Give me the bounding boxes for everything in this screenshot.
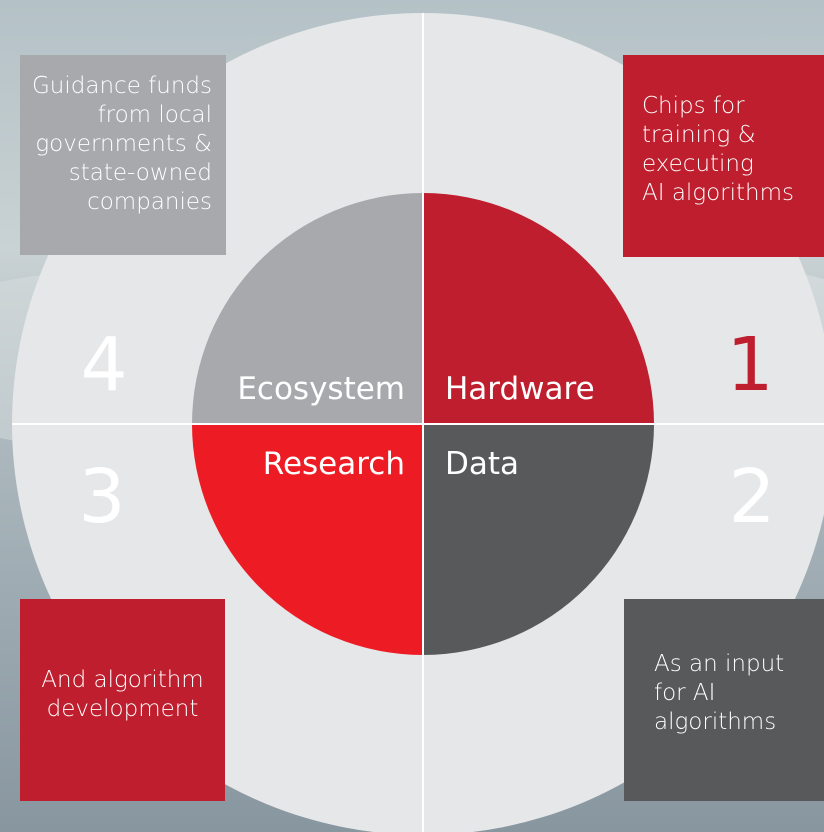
label-hardware: Hardware xyxy=(445,371,595,407)
callout-research: And algorithm development xyxy=(20,599,225,801)
number-three: 3 xyxy=(78,454,125,540)
number-two: 2 xyxy=(728,454,775,540)
number-four: 4 xyxy=(80,322,127,408)
callout-ecosystem: Guidance funds from local governments & … xyxy=(20,55,226,255)
callout-data-text: As an input for AI algorithms xyxy=(654,651,785,735)
quadrant-data xyxy=(423,424,654,655)
number-one: 1 xyxy=(726,322,773,408)
callout-research-text: And algorithm development xyxy=(41,667,204,722)
callout-data: As an input for AI algorithms xyxy=(624,599,824,801)
callout-hardware: Chips for training & executing AI algori… xyxy=(623,55,824,257)
callout-ecosystem-text: Guidance funds from local governments & … xyxy=(31,73,212,215)
label-research: Research xyxy=(263,446,405,482)
quadrant-research xyxy=(192,424,423,655)
quadrant-ecosystem xyxy=(192,193,423,424)
label-ecosystem: Ecosystem xyxy=(237,371,405,407)
quadrant-hardware xyxy=(423,193,654,424)
callout-hardware-text: Chips for training & executing AI algori… xyxy=(642,93,795,206)
label-data: Data xyxy=(445,446,519,482)
